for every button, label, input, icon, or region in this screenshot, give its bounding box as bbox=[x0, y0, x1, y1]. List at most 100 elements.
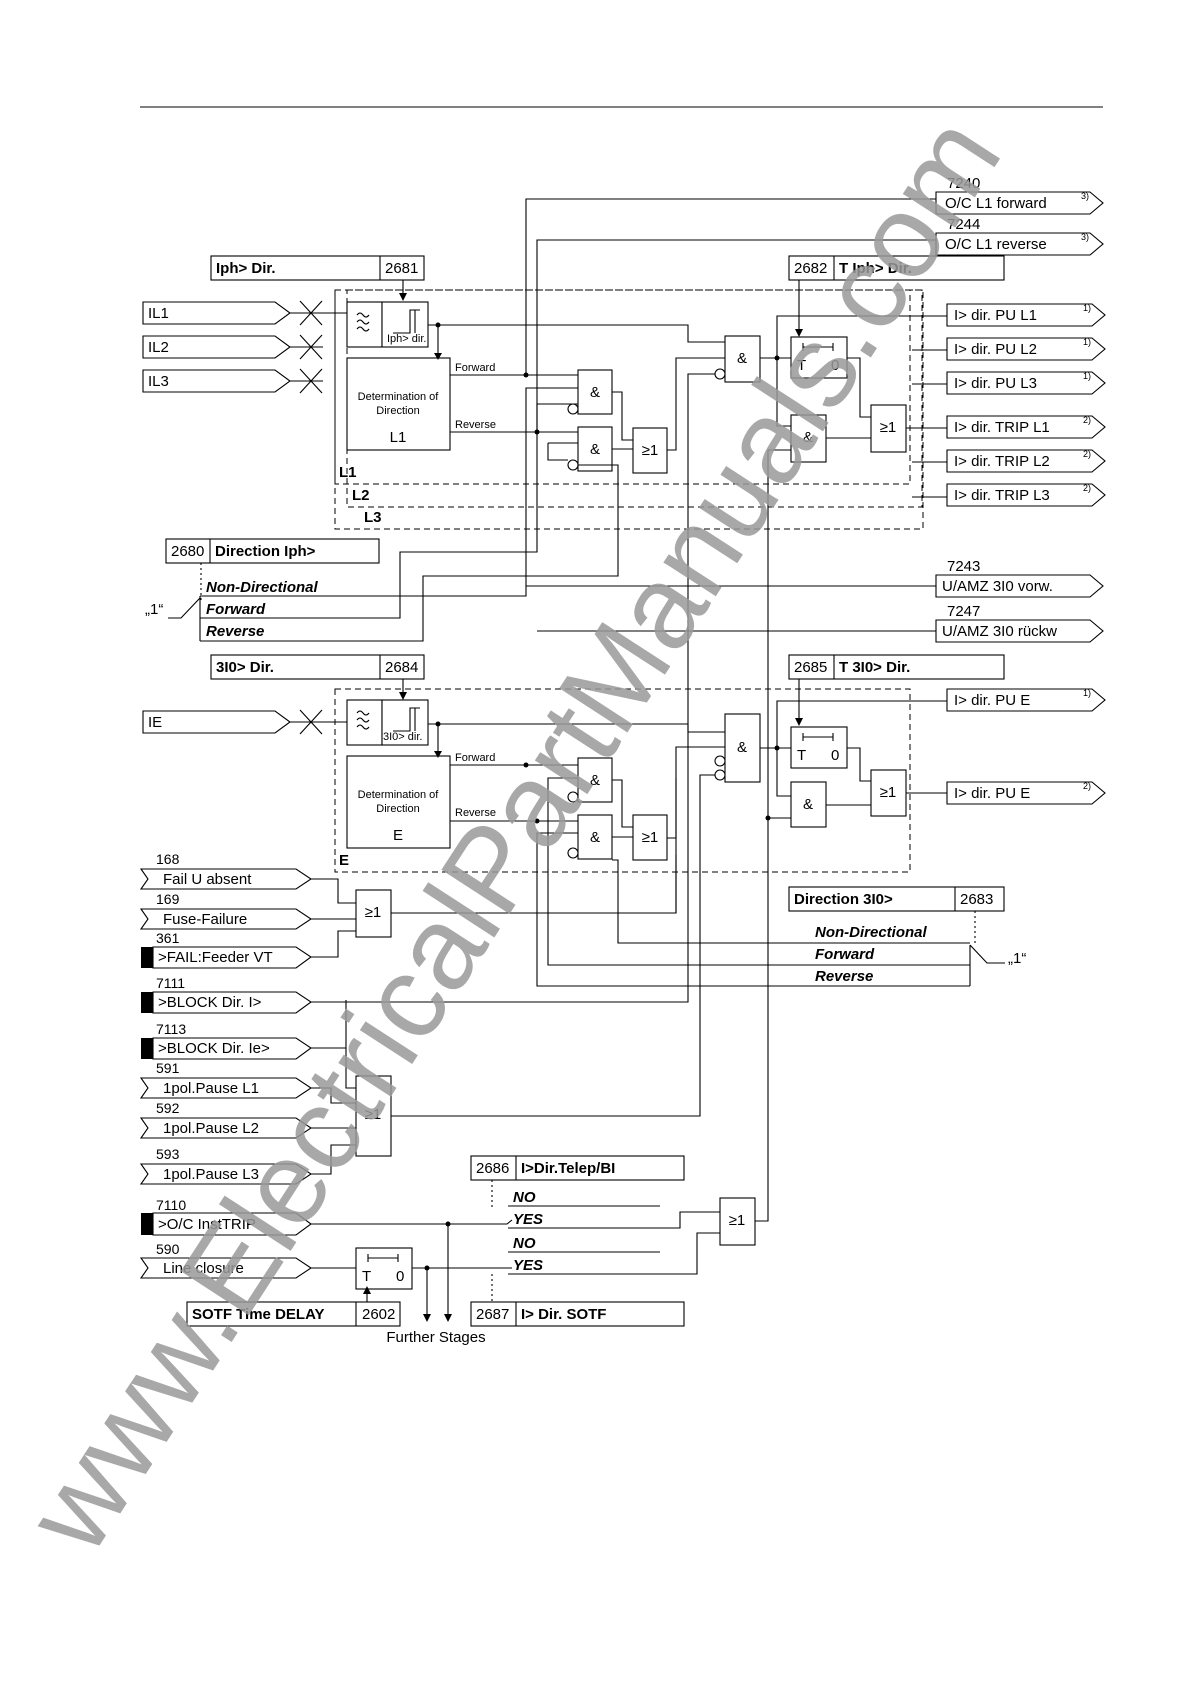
output-7240-flag bbox=[935, 191, 1104, 215]
output-pu-l2: I> dir. PU L2 1) bbox=[946, 337, 1106, 361]
setting-telep bbox=[470, 1155, 685, 1181]
svg-text:Fail U absent: Fail U absent bbox=[163, 871, 252, 888]
output-trip-l1: I> dir. TRIP L1 2) bbox=[946, 415, 1106, 439]
svg-text:&: & bbox=[590, 441, 600, 458]
setting-iph-dir bbox=[210, 255, 425, 281]
svg-text:SOTF Time DELAY: SOTF Time DELAY bbox=[192, 1306, 325, 1323]
svg-text:1): 1) bbox=[1083, 688, 1091, 698]
input-fail-feeder-vt bbox=[152, 946, 312, 969]
svg-text:>FAIL:Feeder VT: >FAIL:Feeder VT bbox=[158, 949, 273, 966]
binary-input-marker bbox=[141, 992, 153, 1013]
phase-tag-l3: L3 bbox=[364, 509, 382, 526]
svg-text:&: & bbox=[737, 739, 747, 756]
svg-text:U/AMZ 3I0 rückw: U/AMZ 3I0 rückw bbox=[942, 623, 1057, 640]
svg-text:I> dir. TRIP L3: I> dir. TRIP L3 bbox=[954, 487, 1050, 504]
forward-label: Forward bbox=[455, 362, 495, 374]
svg-text:IL2: IL2 bbox=[148, 339, 169, 356]
or-gate-trip bbox=[870, 404, 907, 453]
svg-text:Reverse: Reverse bbox=[815, 968, 873, 985]
svg-text:>BLOCK Dir. Ie>: >BLOCK Dir. Ie> bbox=[158, 1040, 270, 1057]
svg-text:T: T bbox=[362, 1268, 371, 1285]
svg-text:590: 590 bbox=[156, 1241, 180, 1257]
phase-tag-l1: L1 bbox=[339, 464, 357, 481]
inverter-icon bbox=[714, 755, 726, 767]
binary-input-marker bbox=[141, 1038, 153, 1059]
and-gate-trip bbox=[790, 414, 827, 463]
svg-text:T 3I0> Dir.: T 3I0> Dir. bbox=[839, 659, 910, 676]
svg-text:169: 169 bbox=[156, 891, 180, 907]
svg-text:NO: NO bbox=[513, 1189, 536, 1206]
threshold-block bbox=[381, 301, 429, 348]
reverse-label: Reverse bbox=[455, 419, 496, 431]
svg-text:≥1: ≥1 bbox=[642, 442, 659, 459]
svg-text:I> dir. TRIP L1: I> dir. TRIP L1 bbox=[954, 419, 1050, 436]
svg-text:Direction: Direction bbox=[376, 405, 419, 417]
svg-text:&: & bbox=[803, 429, 813, 446]
and-gate-fwd-e bbox=[577, 757, 613, 803]
svg-text:Direction 3I0>: Direction 3I0> bbox=[794, 891, 893, 908]
arrow-icon bbox=[423, 1314, 431, 1322]
svg-text:IL3: IL3 bbox=[148, 373, 169, 390]
arrow-icon bbox=[434, 751, 442, 758]
output-7243-number: 7243 bbox=[947, 558, 980, 575]
svg-text:>BLOCK Dir. I>: >BLOCK Dir. I> bbox=[158, 994, 262, 1011]
setting-t-iph-dir-addr: 2682 bbox=[794, 260, 827, 277]
svg-text:IE: IE bbox=[148, 714, 162, 731]
svg-text:I> dir. PU L2: I> dir. PU L2 bbox=[954, 341, 1037, 358]
svg-text:U/AMZ 3I0 vorw.: U/AMZ 3I0 vorw. bbox=[942, 578, 1053, 595]
earth-frame bbox=[334, 688, 911, 873]
or-gate-vt-fail bbox=[355, 889, 392, 938]
svg-text:361: 361 bbox=[156, 930, 180, 946]
svg-text:2602: 2602 bbox=[362, 1306, 395, 1323]
input-il3: IL3 bbox=[142, 368, 323, 394]
svg-text:Non-Directional: Non-Directional bbox=[815, 924, 928, 941]
binary-input-marker bbox=[141, 1213, 153, 1235]
output-trip-e: I> dir. PU E 2) bbox=[946, 781, 1106, 805]
direction-block-e bbox=[346, 755, 451, 849]
or-gate-insttrip bbox=[719, 1197, 756, 1246]
filter-block-e bbox=[346, 699, 383, 746]
threshold-block-e bbox=[381, 699, 429, 746]
svg-text:&: & bbox=[590, 772, 600, 789]
input-fail-u-absent bbox=[139, 868, 312, 890]
arrow-icon bbox=[795, 329, 803, 337]
svg-text:1): 1) bbox=[1083, 303, 1091, 313]
input-1pol-pause-l3 bbox=[139, 1163, 312, 1185]
setting-iph-dir-addr: 2681 bbox=[385, 260, 418, 277]
svg-text:7110: 7110 bbox=[156, 1197, 186, 1213]
svg-text:T: T bbox=[797, 357, 806, 374]
svg-text:0: 0 bbox=[831, 357, 839, 374]
svg-text:Determination of: Determination of bbox=[358, 789, 440, 801]
svg-text:0: 0 bbox=[396, 1268, 404, 1285]
setting-t-3i0-dir bbox=[788, 654, 1005, 680]
svg-text:I> dir. TRIP L2: I> dir. TRIP L2 bbox=[954, 453, 1050, 470]
svg-text:3I0> Dir.: 3I0> Dir. bbox=[216, 659, 274, 676]
arrow-icon bbox=[399, 692, 407, 700]
and-gate-main-e bbox=[724, 713, 761, 783]
svg-text:L1: L1 bbox=[390, 429, 407, 446]
inverter-icon bbox=[567, 403, 579, 415]
timer-phase bbox=[790, 336, 848, 379]
and-gate-rev bbox=[577, 426, 613, 472]
filter-block bbox=[346, 301, 383, 348]
svg-text:7113: 7113 bbox=[156, 1021, 186, 1037]
output-7243-flag bbox=[935, 574, 1104, 598]
filter-icon bbox=[356, 312, 370, 332]
arrow-icon bbox=[434, 353, 442, 360]
or-gate-dir bbox=[632, 427, 668, 474]
output-7244-number: 7244 bbox=[947, 216, 980, 233]
direction-iph-default: „1“ bbox=[145, 601, 163, 618]
setting-iph-dir-label: Iph> Dir. bbox=[216, 260, 276, 277]
output-pu-e: I> dir. PU E 1) bbox=[946, 688, 1106, 712]
svg-text:≥1: ≥1 bbox=[642, 829, 659, 846]
setting-sotf-delay bbox=[186, 1301, 401, 1327]
inverter-icon bbox=[567, 459, 579, 471]
svg-text:I>Dir.Telep/BI: I>Dir.Telep/BI bbox=[521, 1160, 615, 1177]
svg-text:&: & bbox=[590, 384, 600, 401]
input-il2: IL2 bbox=[142, 334, 323, 360]
svg-text:2687: 2687 bbox=[476, 1306, 509, 1323]
output-7247-number: 7247 bbox=[947, 603, 980, 620]
svg-text:I> dir. PU E: I> dir. PU E bbox=[954, 692, 1030, 709]
